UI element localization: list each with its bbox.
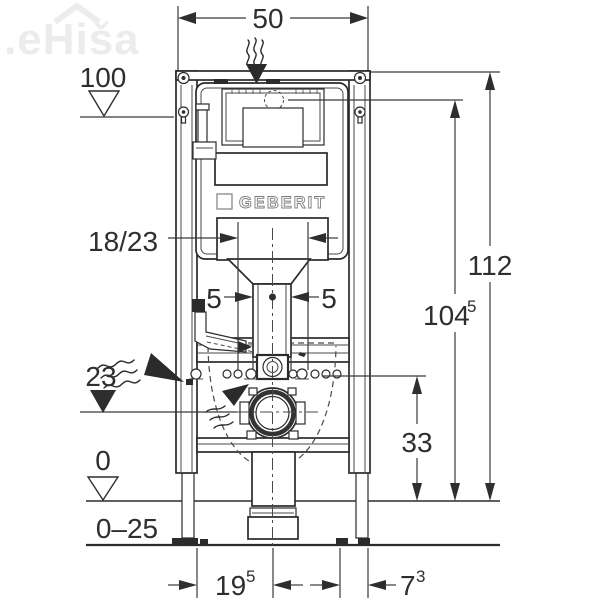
- dim-18-23-label: 18/23: [88, 226, 158, 257]
- flush-flow-symbol: [295, 339, 309, 371]
- odour-extraction-symbol-left: [97, 353, 193, 389]
- outlet-lug-right: [295, 401, 306, 425]
- water-supply-symbol: [246, 37, 267, 84]
- dim-7-label: 7: [400, 570, 416, 600]
- cistern-top-tab-right: [266, 79, 280, 84]
- right-foot: [336, 538, 348, 545]
- brand-logo-text: GEBERIT: [239, 194, 326, 212]
- screw-icon: [177, 71, 367, 124]
- dimensions-layer: 50 100 112 104 5: [80, 3, 518, 600]
- dim-flush-offsets: 5 5: [206, 283, 337, 370]
- supply-pipe: [197, 109, 208, 144]
- tank-top-ticks: [231, 89, 318, 94]
- dim-0-label: 0: [95, 445, 111, 476]
- left-foot-pad: [200, 539, 208, 545]
- centerlines: [237, 228, 318, 545]
- dim-104-sup: 5: [467, 297, 476, 316]
- arrow-right-icon: [235, 292, 253, 302]
- dim-104-label: 104: [423, 300, 470, 331]
- dim-top-width: 50: [177, 3, 369, 70]
- center-dot-icon: [269, 293, 276, 301]
- arrow-up-icon: [485, 72, 495, 90]
- dim-5-right-label: 5: [321, 283, 337, 314]
- lightning-arrow-icon: [295, 339, 309, 371]
- top-crossbar: [175, 70, 371, 81]
- dim-100-label: 100: [80, 62, 127, 93]
- flush-funnel: [225, 258, 312, 285]
- flow-arrow-icon-2: [222, 384, 249, 406]
- datum-triangle-open-icon: [86, 476, 120, 502]
- arrow-left-icon: [308, 233, 326, 243]
- datum-triangle-filled-icon: [90, 390, 116, 413]
- arrow-left-icon: [291, 292, 309, 302]
- arrow-left-icon: [178, 12, 196, 24]
- arrow-up-icon: [412, 376, 422, 394]
- watermark-house-icon: [53, 2, 101, 25]
- dim-cistern-level: 104 5: [288, 99, 482, 501]
- dim-level-0: 0 0–25: [86, 445, 158, 544]
- dim-23-label: 23: [85, 361, 116, 392]
- dim-level-100: 100: [80, 62, 174, 118]
- arrow-right-icon: [350, 12, 368, 24]
- flow-arrow-icon: [144, 353, 184, 382]
- dim-19-sup: 5: [246, 567, 255, 586]
- dim-0-25-label: 0–25: [96, 513, 158, 544]
- frame-screws: [177, 71, 367, 124]
- watermark: .eHiša: [4, 2, 140, 64]
- dim-7-sup: 3: [416, 567, 425, 586]
- arrow-down-icon: [450, 483, 460, 501]
- service-window: [214, 152, 328, 186]
- dim-33-label: 33: [401, 427, 432, 458]
- arrow-right-icon: [322, 580, 340, 590]
- dim-bottom-chain: 19 5 7 3: [168, 548, 425, 600]
- watermark-text: .eHiša: [4, 15, 140, 64]
- arrow-down-icon: [412, 483, 422, 501]
- arm-tip: [238, 341, 252, 353]
- dim-112-label: 112: [468, 250, 513, 281]
- outlet-pipe-vertical: [251, 451, 296, 507]
- arrow-up-icon: [450, 100, 460, 118]
- outlet-lug-left: [239, 401, 250, 425]
- arrow-left-icon: [273, 580, 291, 590]
- dim-level-23: 23: [80, 361, 237, 413]
- logo-square-icon: [216, 193, 233, 210]
- dim-total-height: 112: [370, 71, 518, 501]
- dim-19-label: 19: [215, 570, 246, 600]
- fixing-points-row: [189, 368, 342, 380]
- right-foot-pad: [358, 538, 370, 545]
- supply-valve: [192, 103, 217, 160]
- rail-clamp: [192, 299, 205, 312]
- support-arm: [192, 299, 255, 353]
- right-rail: [348, 70, 371, 474]
- arrow-right-icon: [179, 580, 197, 590]
- left-rail: [175, 70, 198, 474]
- supply-arrow-icon: [246, 64, 267, 84]
- datum-triangle-open-icon: [87, 90, 121, 118]
- valve-body: [192, 141, 217, 160]
- odour-extraction-symbol-inner: [205, 384, 249, 429]
- arrow-left-icon: [368, 580, 386, 590]
- left-foot: [172, 538, 198, 545]
- dim-5-left-label: 5: [206, 283, 222, 314]
- tank-access-window: [242, 107, 304, 148]
- mounting-frame: [172, 70, 371, 545]
- dim-top-width-label: 50: [252, 3, 283, 34]
- dim-support-height: 33: [323, 375, 433, 501]
- cistern-top-tab-left: [214, 79, 228, 84]
- supply-connection-dashed-circle: [264, 90, 284, 110]
- arrow-down-icon: [485, 483, 495, 501]
- arrow-right-icon: [220, 233, 238, 243]
